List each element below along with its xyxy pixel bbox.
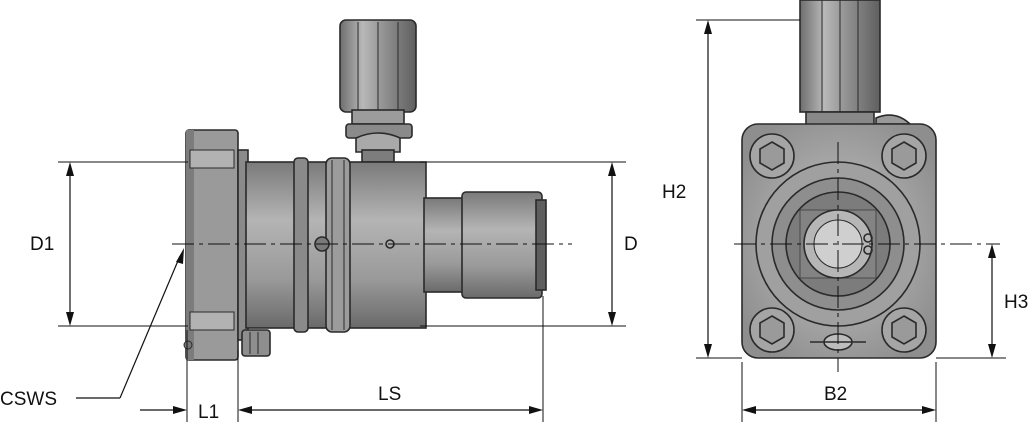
label-h2: H2 — [662, 182, 686, 203]
front-view — [741, 0, 937, 359]
dim-h2 — [696, 19, 800, 359]
label-b2: B2 — [824, 384, 847, 405]
side-view — [183, 19, 547, 361]
corner-bolts — [749, 133, 927, 353]
label-d: D — [624, 234, 638, 255]
dim-b2 — [741, 362, 937, 422]
main-body — [245, 157, 427, 333]
dim-l1-ls — [140, 296, 544, 422]
front-nut — [799, 0, 913, 127]
dim-d1 — [58, 161, 188, 327]
label-csws: CSWS — [0, 389, 57, 410]
dim-h3 — [936, 244, 1006, 359]
spindle-nose — [423, 191, 547, 299]
dim-d — [420, 161, 626, 327]
label-d1: D1 — [30, 234, 54, 255]
leader-csws — [76, 248, 184, 399]
flange — [183, 129, 271, 361]
label-h3: H3 — [1004, 292, 1028, 313]
label-ls: LS — [378, 384, 401, 405]
label-l1: L1 — [198, 402, 219, 423]
coolant-nut — [339, 19, 417, 163]
